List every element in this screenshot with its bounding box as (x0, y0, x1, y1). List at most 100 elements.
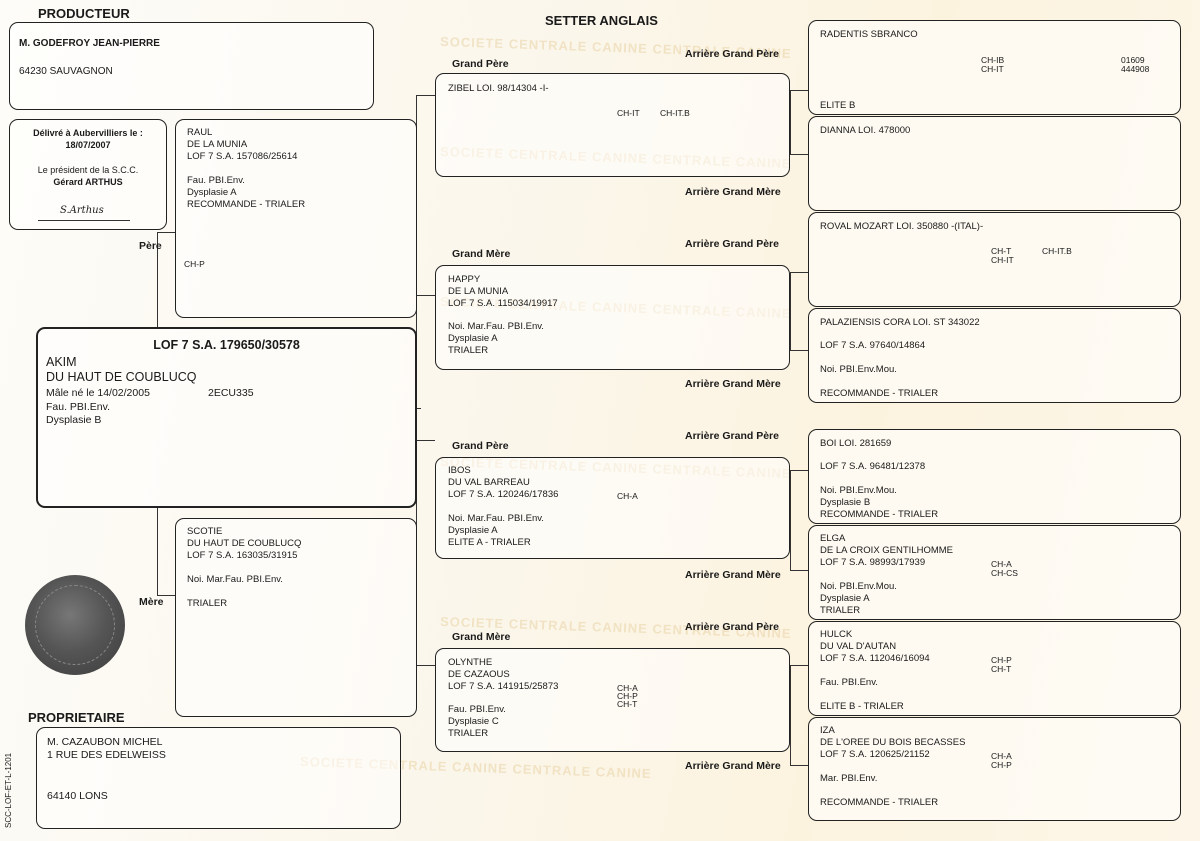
granddam-paternal-box: HAPPY DE LA MUNIA LOF 7 S.A. 115034/1991… (435, 265, 790, 370)
gm1-line: DE LA MUNIA (448, 286, 509, 297)
a6-line: ELGA (820, 533, 846, 544)
label-mere: Mère (139, 596, 164, 608)
sire-line: Fau. PBI.Env. (187, 175, 245, 186)
a6-line: Dysplasie A (820, 593, 870, 604)
label-agp: Arrière Grand Père (685, 430, 779, 442)
gm2-title: CH-T (617, 699, 638, 709)
a7-line: ELITE B - TRIALER (820, 701, 904, 712)
ggp-box-2: ROVAL MOZART LOI. 350880 -(ITAL)- CH-T C… (808, 212, 1181, 307)
gp2-title: CH-A (617, 491, 638, 501)
president-name: Gérard ARTHUS (53, 177, 123, 187)
owner-box: M. CAZAUBON MICHEL 1 RUE DES EDELWEISS 6… (36, 727, 401, 829)
sire-line: RECOMMANDE - TRIALER (187, 199, 306, 210)
connector-line (790, 665, 792, 765)
issued-date: 18/07/2007 (65, 140, 111, 150)
label-grand-mere: Grand Mère (452, 248, 511, 260)
subject-name: AKIM (46, 355, 77, 369)
signature: S.Arthus (60, 205, 104, 216)
a5-lof: LOF 7 S.A. 96481/12378 (820, 461, 926, 472)
a1-number: 444908 (1121, 64, 1150, 74)
a5-line: Dysplasie B (820, 497, 871, 508)
ggm-box-3: ELGA DE LA CROIX GENTILHOMME LOF 7 S.A. … (808, 525, 1181, 620)
ggp-box-4: HULCK DU VAL D'AUTAN LOF 7 S.A. 112046/1… (808, 621, 1181, 716)
ggm-box-1: DIANNA LOI. 478000 (808, 116, 1181, 211)
a4-line: PALAZIENSIS CORA LOI. ST 343022 (820, 317, 980, 328)
subject-kennel: DU HAUT DE COUBLUCQ (46, 370, 197, 384)
producer-box: M. GODEFROY JEAN-PIERRE 64230 SAUVAGNON (9, 22, 374, 110)
connector-line (790, 665, 808, 667)
sire-line: Dysplasie A (187, 187, 237, 198)
a4-lof: LOF 7 S.A. 97640/14864 (820, 340, 926, 351)
sire-line: DE LA MUNIA (187, 139, 248, 150)
connector-line (790, 470, 792, 570)
issued-line1: Délivré à Aubervilliers le : (33, 128, 143, 138)
sire-line: RAUL (187, 127, 213, 138)
owner-city: 64140 LONS (47, 790, 108, 802)
subject-dysplasia: Dysplasie B (46, 414, 102, 426)
a4-line: Noi. PBI.Env.Mou. (820, 364, 897, 375)
footer-ref: SCC-LOF-ET-L-1201 (4, 752, 13, 828)
label-agp: Arrière Grand Père (685, 48, 779, 60)
dam-line: Noi. Mar.Fau. PBI.Env. (187, 574, 283, 585)
a6-lof: LOF 7 S.A. 98993/17939 (820, 557, 926, 568)
gm2-title: CH-P (617, 691, 638, 701)
gp2-line: DU VAL BARREAU (448, 477, 530, 488)
a6-line: TRIALER (820, 605, 861, 616)
label-grand-pere: Grand Père (452, 58, 509, 70)
a8-line: DE L'OREE DU BOIS BECASSES (820, 737, 966, 748)
gm2-line: DE CAZAOUS (448, 669, 510, 680)
connector-line (790, 470, 808, 472)
label-agm: Arrière Grand Mère (685, 186, 781, 198)
a6-title: CH-CS (991, 568, 1018, 578)
connector-line (416, 295, 435, 297)
a2-line: DIANNA LOI. 478000 (820, 125, 911, 136)
gp2-line: Dysplasie A (448, 525, 498, 536)
granddam-maternal-box: OLYNTHE DE CAZAOUS LOF 7 S.A. 141915/258… (435, 648, 790, 752)
a5-line: Noi. PBI.Env.Mou. (820, 485, 897, 496)
gp1-title: CH-IT.B (660, 108, 690, 118)
sire-titles: CH-P (184, 259, 205, 269)
ggm-box-4: IZA DE L'OREE DU BOIS BECASSES LOF 7 S.A… (808, 717, 1181, 821)
connector-line (790, 765, 808, 767)
dam-line: DU HAUT DE COUBLUCQ (187, 538, 302, 549)
a1-line: ELITE B (820, 100, 856, 111)
gm2-line: TRIALER (448, 728, 489, 739)
subject-id: 2ECU335 (208, 387, 254, 399)
a3-title: CH-T (991, 246, 1012, 256)
subject-lof: LOF 7 S.A. 179650/30578 (153, 338, 300, 352)
connector-line (790, 272, 808, 274)
breed-title: SETTER ANGLAIS (545, 13, 658, 28)
a1-line: RADENTIS SBRANCO (820, 29, 918, 40)
sire-box: RAUL DE LA MUNIA LOF 7 S.A. 157086/25614… (175, 119, 417, 318)
label-agp: Arrière Grand Père (685, 621, 779, 633)
owner-name: M. CAZAUBON MICHEL (47, 736, 163, 748)
connector-line (157, 508, 159, 595)
gm2-line: Dysplasie C (448, 716, 499, 727)
connector-line (157, 595, 175, 597)
grandsire-maternal-box: IBOS DU VAL BARREAU LOF 7 S.A. 120246/17… (435, 457, 790, 559)
connector-line (790, 570, 808, 572)
a6-title: CH-A (991, 559, 1012, 569)
a6-line: Noi. PBI.Env.Mou. (820, 581, 897, 592)
connector-line (157, 232, 159, 327)
connector-line (416, 440, 435, 442)
subject-tests: Fau. PBI.Env. (46, 401, 110, 413)
issued-box: Délivré à Aubervilliers le : 18/07/2007 … (9, 119, 167, 230)
dam-lof: LOF 7 S.A. 163035/31915 (187, 550, 298, 561)
subject-birth: Mâle né le 14/02/2005 (46, 387, 150, 399)
a1-title: CH-IT (981, 64, 1004, 74)
grandsire-paternal-box: ZIBEL LOI. 98/14304 -I- CH-IT CH-IT.B (435, 73, 790, 177)
ggp-box-3: BOI LOI. 281659 LOF 7 S.A. 96481/12378 N… (808, 429, 1181, 524)
gp2-line: Noi. Mar.Fau. PBI.Env. (448, 513, 544, 524)
gm2-lof: LOF 7 S.A. 141915/25873 (448, 681, 559, 692)
a7-line: DU VAL D'AUTAN (820, 641, 897, 652)
a8-line: IZA (820, 725, 835, 736)
gm2-title: CH-A (617, 683, 638, 693)
a5-line: BOI LOI. 281659 (820, 438, 892, 449)
label-grand-pere: Grand Père (452, 440, 509, 452)
a8-lof: LOF 7 S.A. 120625/21152 (820, 749, 930, 760)
official-seal (25, 575, 125, 675)
label-agp: Arrière Grand Père (685, 238, 779, 250)
a7-title: CH-P (991, 655, 1012, 665)
